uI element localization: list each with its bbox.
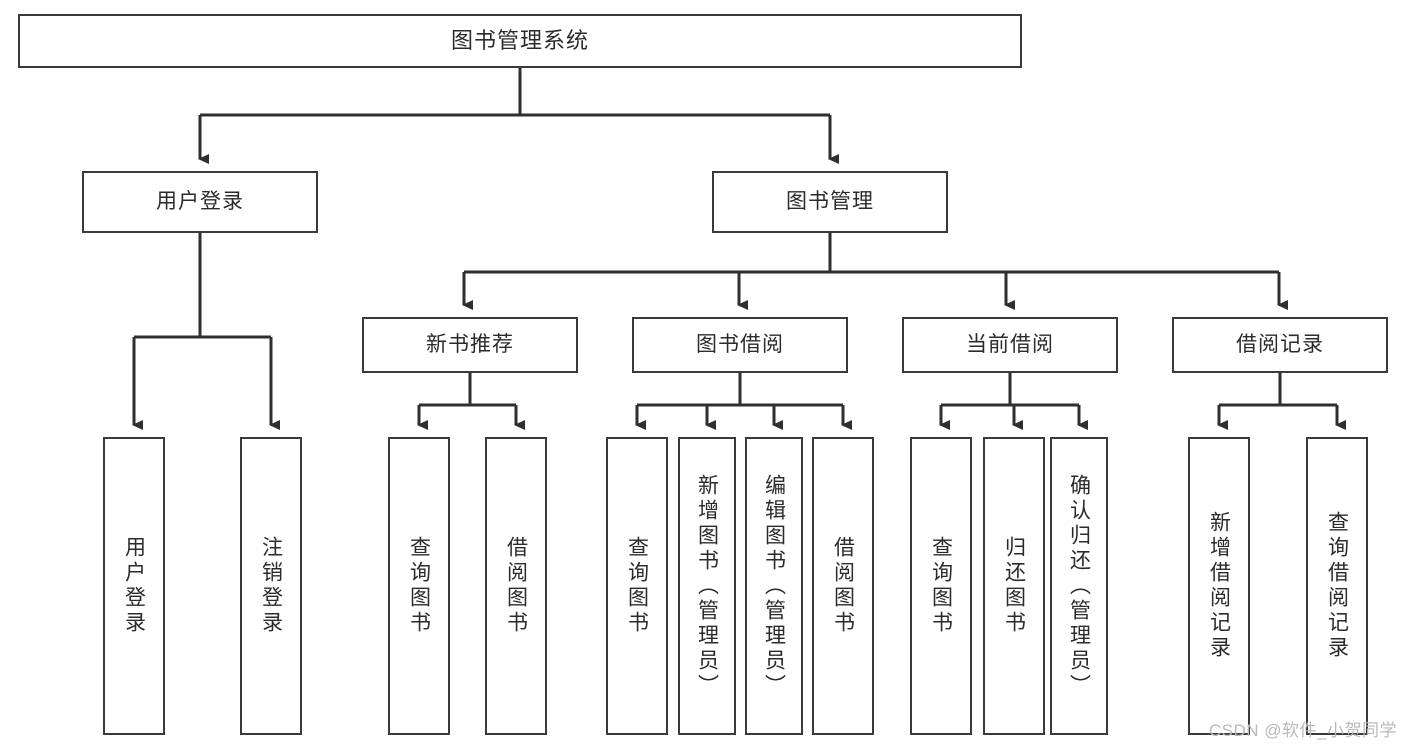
node-leaf-add-record[interactable]: 新增借阅记录	[1188, 437, 1250, 735]
node-leaf-borrow-book-1[interactable]: 借阅图书	[485, 437, 547, 735]
node-leaf-add-book[interactable]: 新增图书（管理员）	[678, 437, 736, 735]
node-root[interactable]: 图书管理系统	[18, 14, 1022, 68]
node-book-manage[interactable]: 图书管理	[712, 171, 948, 233]
node-new-book-rec[interactable]: 新书推荐	[362, 317, 578, 373]
node-user-login[interactable]: 用户登录	[82, 171, 318, 233]
node-current-borrow[interactable]: 当前借阅	[902, 317, 1118, 373]
node-leaf-logout[interactable]: 注销登录	[240, 437, 302, 735]
node-leaf-query-book-2[interactable]: 查询图书	[606, 437, 668, 735]
node-book-borrow[interactable]: 图书借阅	[632, 317, 848, 373]
node-leaf-query-book-3[interactable]: 查询图书	[910, 437, 972, 735]
node-leaf-query-book-1[interactable]: 查询图书	[388, 437, 450, 735]
node-leaf-edit-book[interactable]: 编辑图书（管理员）	[745, 437, 803, 735]
node-leaf-return-book[interactable]: 归还图书	[983, 437, 1045, 735]
watermark-label: CSDN @软件_小贺同学	[1208, 721, 1397, 740]
node-borrow-record[interactable]: 借阅记录	[1172, 317, 1388, 373]
node-leaf-confirm-return[interactable]: 确认归还（管理员）	[1050, 437, 1108, 735]
node-leaf-user-login[interactable]: 用户登录	[103, 437, 165, 735]
node-leaf-query-record[interactable]: 查询借阅记录	[1306, 437, 1368, 735]
node-leaf-borrow-book-2[interactable]: 借阅图书	[812, 437, 874, 735]
